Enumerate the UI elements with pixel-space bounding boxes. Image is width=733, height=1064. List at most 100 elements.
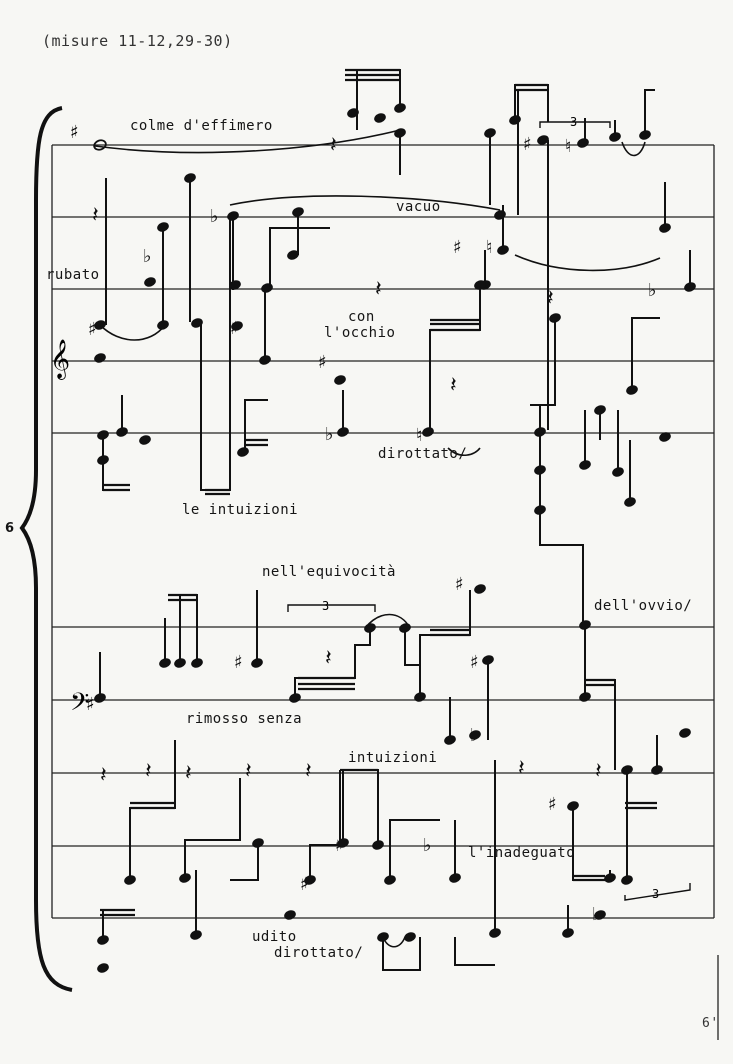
note-head — [474, 280, 486, 290]
note-head — [549, 313, 561, 323]
treble-clef-icon: 𝄞 — [50, 339, 70, 380]
note-head — [157, 222, 169, 232]
note-stem — [230, 843, 259, 881]
note-head — [174, 658, 186, 668]
svg-text:𝄽: 𝄽 — [330, 133, 337, 158]
note-head — [144, 277, 156, 287]
note-head — [594, 910, 606, 920]
note-head — [494, 210, 506, 220]
note-head — [679, 728, 691, 738]
note-head — [404, 932, 416, 942]
note-head — [93, 139, 107, 151]
note-head — [482, 655, 494, 665]
svg-text:𝄽: 𝄽 — [595, 759, 602, 784]
note-head — [229, 280, 241, 290]
svg-text:♮: ♮ — [486, 237, 492, 258]
svg-text:𝄽: 𝄽 — [100, 763, 107, 788]
note-head — [287, 250, 299, 260]
tuplet-brackets — [287, 121, 691, 901]
note-head — [449, 873, 461, 883]
tuplet-number: 3 — [570, 115, 577, 129]
note-head — [261, 283, 273, 293]
note-head — [609, 132, 621, 142]
note-head — [259, 355, 271, 365]
note-head — [621, 875, 633, 885]
note-head — [659, 223, 671, 233]
note-head — [626, 385, 638, 395]
tuplet-number: 3 — [322, 599, 329, 613]
note-head — [231, 321, 243, 331]
note-head — [252, 838, 264, 848]
note-head — [579, 460, 591, 470]
note-stem — [129, 740, 176, 880]
note-head — [227, 211, 239, 221]
svg-text:𝄽: 𝄽 — [375, 277, 382, 302]
note-head — [337, 427, 349, 437]
note-head — [509, 115, 521, 125]
svg-text:♭: ♭ — [325, 424, 334, 445]
note-head — [334, 375, 346, 385]
note-stem — [454, 937, 495, 966]
svg-text:♯: ♯ — [300, 874, 309, 895]
note-head — [612, 467, 624, 477]
note-stem — [429, 285, 481, 432]
note-head — [94, 353, 106, 363]
note-heads — [93, 103, 696, 973]
lyric-intuizioni-upper: le intuizioni — [182, 502, 299, 518]
note-head — [414, 692, 426, 702]
note-stem — [342, 769, 379, 845]
note-head — [489, 928, 501, 938]
note-head — [484, 128, 496, 138]
note-head — [124, 875, 136, 885]
note-stem — [644, 89, 655, 135]
lyric-colme: colme d'effimero — [130, 118, 273, 134]
svg-text:♯: ♯ — [548, 794, 557, 815]
svg-text:𝄽: 𝄽 — [325, 646, 332, 671]
note-head — [191, 658, 203, 668]
note-head — [684, 282, 696, 292]
svg-text:♯: ♯ — [453, 237, 462, 258]
note-head — [534, 465, 546, 475]
lyric-dirottato-lower: dirottato/ — [274, 945, 364, 961]
note-stem — [309, 770, 341, 880]
svg-text:♭: ♭ — [423, 835, 432, 856]
rests: 𝄽𝄽𝄽 𝄽𝄽𝄽 𝄽𝄽𝄽 𝄽𝄽𝄽 𝄽 — [92, 133, 602, 788]
lyric-ovvio: dell'ovvio/ — [594, 598, 693, 614]
svg-text:𝄽: 𝄽 — [145, 759, 152, 784]
bass-clef-icon: 𝄢 — [70, 688, 89, 723]
svg-text:♯: ♯ — [234, 652, 243, 673]
note-head — [179, 873, 191, 883]
note-head — [579, 692, 591, 702]
note-head — [97, 430, 109, 440]
note-stem — [572, 806, 600, 881]
note-head — [139, 435, 151, 445]
note-stem — [244, 399, 268, 452]
note-stems — [99, 68, 691, 971]
lyric-inadeguato: l'inadeguato — [468, 845, 576, 861]
lyric-rubato: rubato — [46, 267, 100, 283]
measure-heading: (misure 11-12,29-30) — [42, 32, 233, 50]
note-head — [159, 658, 171, 668]
system-brace — [19, 106, 73, 992]
note-head — [534, 505, 546, 515]
note-head — [621, 765, 633, 775]
note-head — [594, 405, 606, 415]
lyric-equivocita: nell'equivocità — [262, 564, 396, 580]
note-head — [659, 432, 671, 442]
sharp-icon: ♯ — [86, 694, 95, 715]
note-head — [97, 455, 109, 465]
note-head — [577, 138, 589, 148]
note-stem — [404, 628, 421, 697]
note-stem — [269, 227, 330, 288]
svg-text:𝄽: 𝄽 — [185, 761, 192, 786]
note-stem — [389, 819, 440, 880]
lyric-con: con — [348, 309, 375, 325]
note-head — [604, 873, 616, 883]
tuplet-number: 3 — [652, 887, 659, 901]
note-head — [284, 910, 296, 920]
note-stem — [539, 405, 584, 625]
svg-text:♯: ♯ — [318, 352, 327, 373]
note-head — [474, 584, 486, 594]
note-head — [579, 620, 591, 630]
lyric-vacuo: vacuo — [396, 199, 441, 215]
